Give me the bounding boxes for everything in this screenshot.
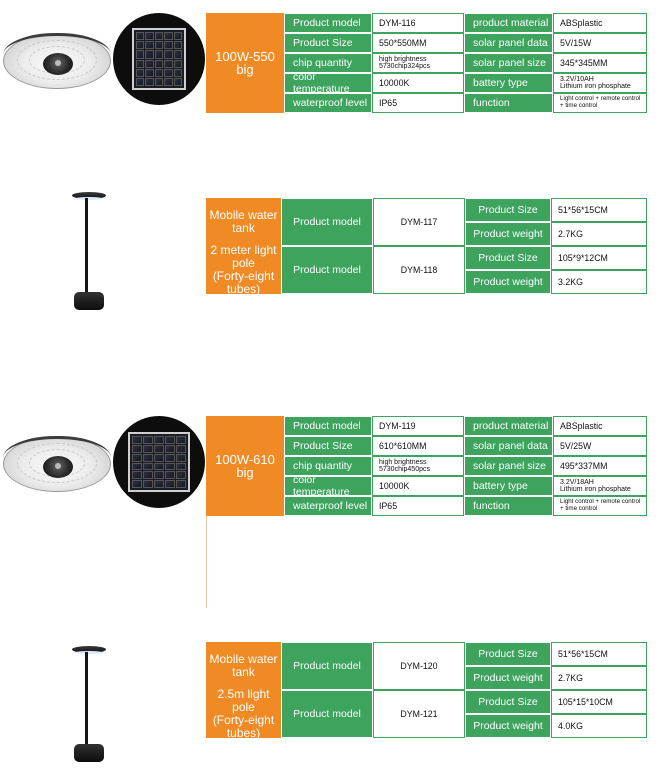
battery-line-2: Lithium iron phosphate — [560, 486, 631, 493]
label-waterproof-level: waterproof level — [284, 496, 372, 516]
ufo-lamp-image-1 — [3, 33, 111, 89]
value-product-model: DYM-116 — [372, 13, 464, 33]
label-chip-quantity: chip quantity — [284, 53, 372, 73]
chip-line-1: high brightness — [379, 55, 427, 63]
tag-subtext: (Forty-eight tubes) — [212, 269, 275, 296]
value-waterproof-level: IP65 — [372, 93, 464, 113]
size-tag-text: 100W-550 big — [215, 49, 275, 77]
battery-line-1: 3.2V/10AH — [560, 75, 594, 83]
label-product-model-118: Product model — [281, 246, 373, 294]
battery-line-2: Lithium iron phosphate — [560, 83, 631, 90]
label-product-size: Product Size — [284, 436, 372, 456]
function-line-1: Light control + remote control — [560, 498, 641, 506]
value-weight-118: 3.2KG — [551, 270, 647, 294]
value-size-120: 51*56*15CM — [551, 642, 647, 666]
pole-lamp-image-2 — [72, 646, 106, 756]
size-tag-2: 100W-610 big — [206, 416, 284, 516]
value-model-121: DYM-121 — [373, 690, 465, 738]
label-function: function — [464, 93, 553, 113]
tag-light-pole-118: 2 meter light pole (Forty-eight tubes) — [206, 243, 281, 296]
tag-mobile-water-tank-2: Mobile water tank — [206, 642, 281, 690]
solar-panel-image-2 — [113, 416, 205, 508]
tag-subtext: (Forty-eight tubes) — [212, 713, 275, 740]
ufo-lamp-image-2 — [3, 436, 111, 492]
pole-base-2 — [74, 744, 104, 762]
value-size-121: 105*15*10CM — [551, 690, 647, 714]
tag-mobile-water-tank-1: Mobile water tank — [206, 198, 281, 246]
value-model-118: DYM-118 — [373, 246, 465, 294]
battery-line-1: 3.2V/18AH — [560, 478, 594, 486]
value-weight-117: 2.7KG — [551, 222, 647, 246]
value-waterproof-level: IP65 — [372, 496, 464, 516]
value-solar-panel-size: 345*345MM — [553, 53, 647, 73]
value-product-model: DYM-119 — [372, 416, 464, 436]
label-size-120: Product Size — [465, 642, 551, 666]
value-solar-panel-size: 495*337MM — [553, 456, 647, 476]
function-line-2: + time control — [560, 505, 598, 512]
label-solar-panel-size: solar panel size — [464, 456, 553, 476]
size-tag-1: 100W-550 big — [206, 13, 284, 113]
label-waterproof-level: waterproof level — [284, 93, 372, 113]
value-weight-121: 4.0KG — [551, 714, 647, 738]
chip-line-2: 5730chip450pcs — [379, 466, 430, 473]
label-product-material: product material — [464, 416, 553, 436]
label-weight-121: Product weight — [465, 714, 551, 738]
value-product-size: 550*550MM — [372, 33, 464, 53]
pole-lamp-image-1 — [72, 192, 106, 312]
solar-panel-image-1 — [113, 13, 205, 105]
label-battery-type: battery type — [464, 476, 553, 496]
label-product-model-120: Product model — [281, 642, 373, 690]
label-solar-panel-data: solar panel data — [464, 436, 553, 456]
divider-line — [206, 516, 207, 608]
label-product-model: Product model — [284, 13, 372, 33]
label-size-121: Product Size — [465, 690, 551, 714]
label-size-117: Product Size — [465, 198, 551, 222]
label-product-model-121: Product model — [281, 690, 373, 738]
label-chip-quantity: chip quantity — [284, 456, 372, 476]
pole-base-1 — [74, 292, 104, 310]
tag-text: 2.5m light pole — [217, 687, 270, 714]
value-color-temperature: 10000K — [372, 73, 464, 93]
label-weight-118: Product weight — [465, 270, 551, 294]
label-product-material: product material — [464, 13, 553, 33]
chip-line-2: 5730chip324pcs — [379, 63, 430, 70]
value-product-size: 610*610MM — [372, 436, 464, 456]
label-weight-120: Product weight — [465, 666, 551, 690]
label-color-temperature: color temperature — [284, 71, 372, 95]
tag-light-pole-121: 2.5m light pole (Forty-eight tubes) — [206, 687, 281, 740]
label-product-model: Product model — [284, 416, 372, 436]
label-product-model-117: Product model — [281, 198, 373, 246]
value-color-temperature: 10000K — [372, 476, 464, 496]
value-weight-120: 2.7KG — [551, 666, 647, 690]
tag-text: Mobile water tank — [209, 652, 278, 679]
value-function: Light control + remote control+ time con… — [553, 496, 647, 516]
value-product-material: ABSplastic — [553, 13, 647, 33]
label-size-118: Product Size — [465, 246, 551, 270]
value-size-117: 51*56*15CM — [551, 198, 647, 222]
value-solar-panel-data: 5V/25W — [553, 436, 647, 456]
label-color-temperature: color temperature — [284, 474, 372, 498]
label-product-size: Product Size — [284, 33, 372, 53]
label-function: function — [464, 496, 553, 516]
value-product-material: ABSplastic — [553, 416, 647, 436]
value-function: Light control + remote control+ time con… — [553, 93, 647, 113]
chip-line-1: high brightness — [379, 458, 427, 466]
label-weight-117: Product weight — [465, 222, 551, 246]
size-tag-text: 100W-610 big — [215, 452, 275, 480]
tag-text: Mobile water tank — [209, 208, 278, 235]
value-solar-panel-data: 5V/15W — [553, 33, 647, 53]
function-line-2: + time control — [560, 102, 598, 109]
tag-text: 2 meter light pole — [210, 243, 277, 270]
function-line-1: Light control + remote control — [560, 95, 641, 103]
label-battery-type: battery type — [464, 73, 553, 93]
value-model-117: DYM-117 — [373, 198, 465, 246]
value-model-120: DYM-120 — [373, 642, 465, 690]
value-size-118: 105*9*12CM — [551, 246, 647, 270]
label-solar-panel-data: solar panel data — [464, 33, 553, 53]
label-solar-panel-size: solar panel size — [464, 53, 553, 73]
